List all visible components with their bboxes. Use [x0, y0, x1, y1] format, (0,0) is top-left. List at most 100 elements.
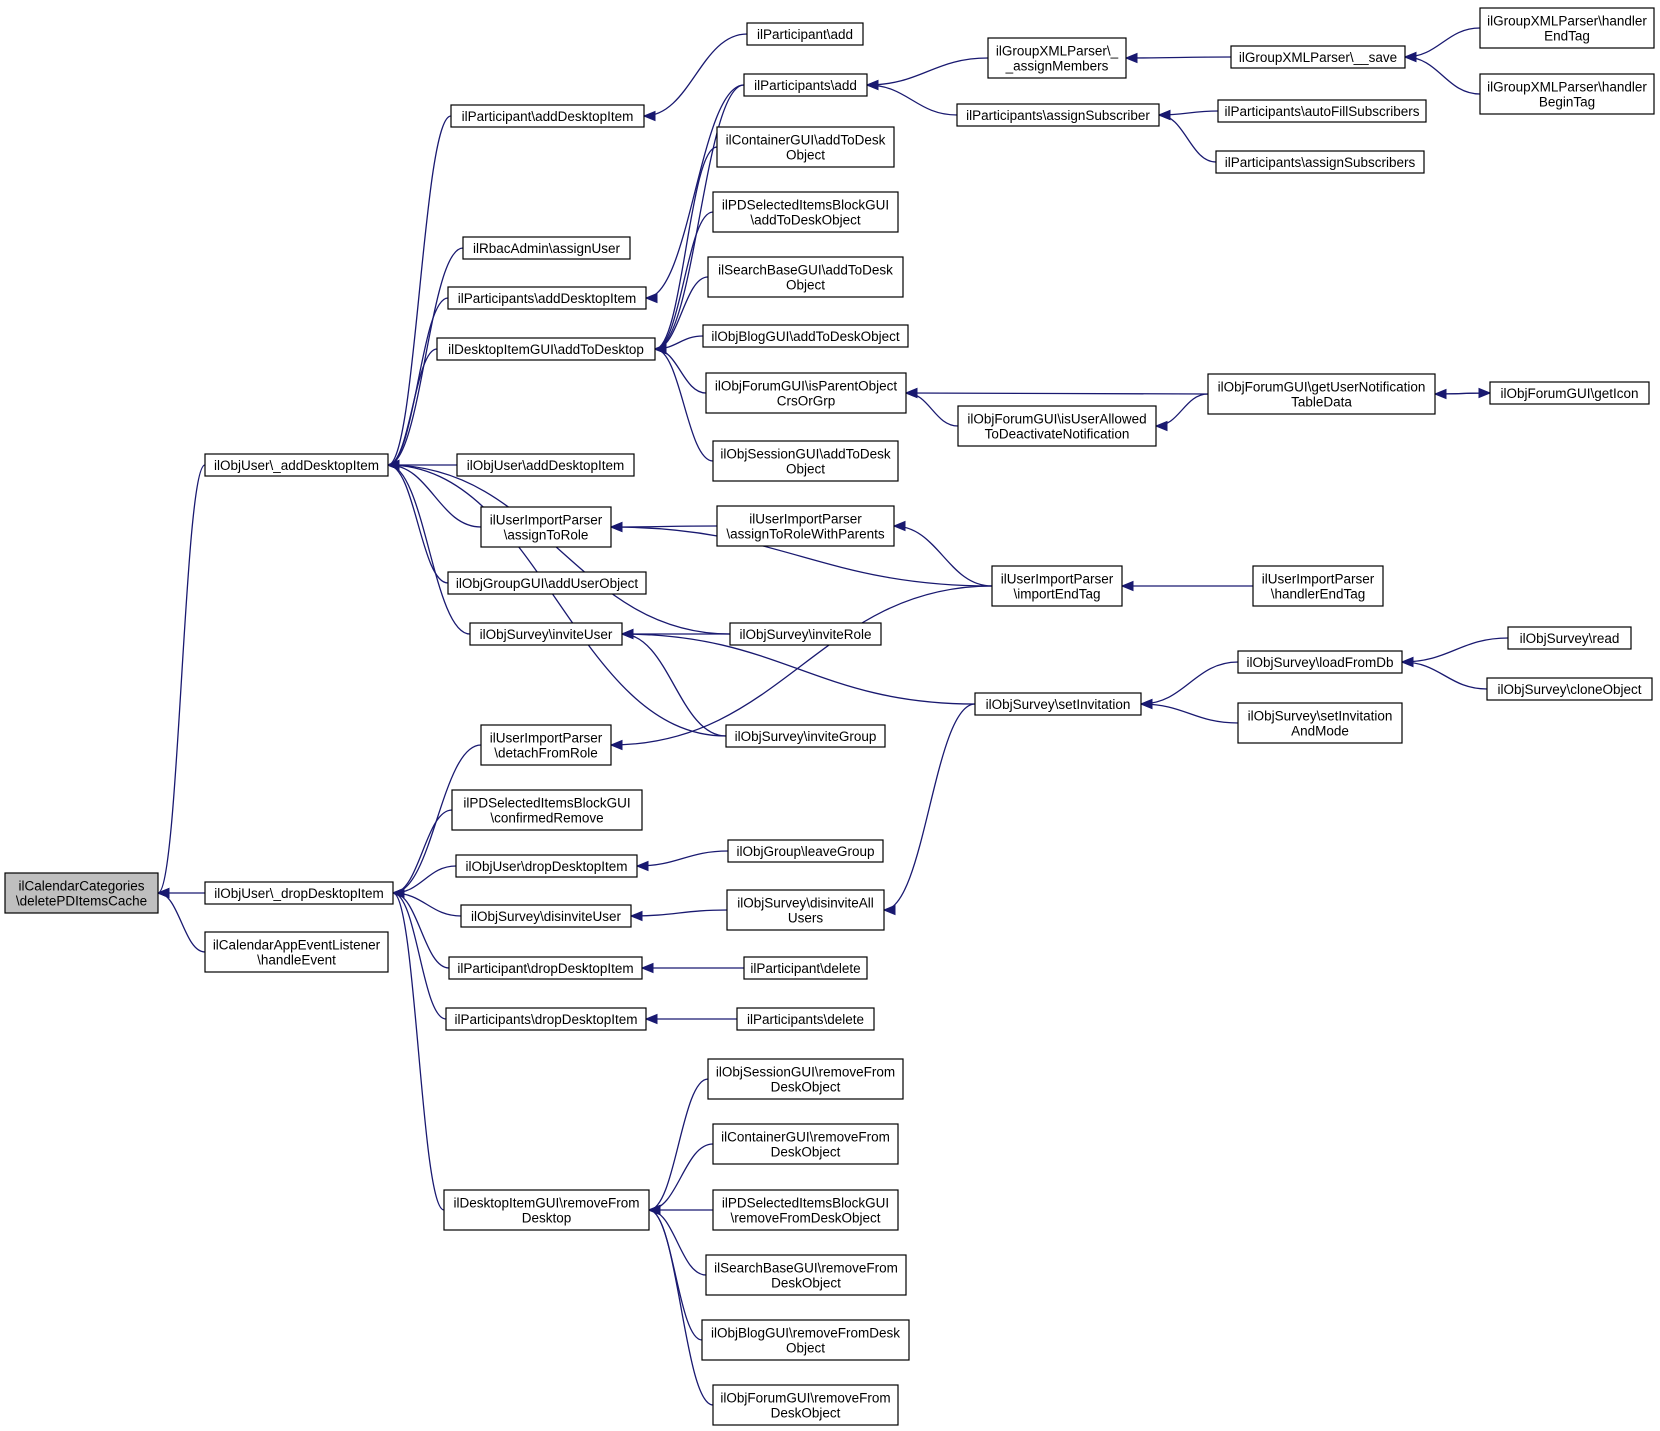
- node-ps-assign-subs[interactable]: ilParticipants\assignSubscribers: [1215, 150, 1425, 174]
- node-s-set-inv[interactable]: ilObjSurvey\setInvitation: [974, 692, 1142, 716]
- node-forum-get-icon[interactable]: ilObjForumGUI\getIcon: [1489, 381, 1650, 405]
- node-ps-assign-sub[interactable]: ilParticipants\assignSubscriber: [956, 103, 1160, 127]
- node-forum-is-user-allowed[interactable]: ilObjForumGUI\isUserAllowedToDeactivateN…: [957, 405, 1157, 447]
- node-u-drop[interactable]: ilObjUser\_dropDesktopItem: [204, 881, 394, 905]
- edge-arrowhead: [620, 628, 634, 640]
- node-s-read[interactable]: ilObjSurvey\read: [1507, 626, 1632, 650]
- edge-line: [654, 211, 714, 350]
- node-ps-add[interactable]: ilParticipants\add: [743, 73, 868, 97]
- node-rbac-assign[interactable]: ilRbacAdmin\assignUser: [462, 236, 631, 260]
- node-uip-assign-parents[interactable]: ilUserImportParser\assignToRoleWithParen…: [716, 505, 895, 547]
- node-s-load-from-db[interactable]: ilObjSurvey\loadFromDb: [1237, 650, 1403, 674]
- edge-line: [643, 33, 748, 117]
- node-box: [957, 405, 1157, 447]
- node-search-add[interactable]: ilSearchBaseGUI\addToDeskObject: [707, 256, 904, 298]
- edge-uip-import-end-to-uip-assign: [609, 521, 993, 587]
- node-cont-add[interactable]: ilContainerGUI\addToDeskObject: [716, 126, 895, 168]
- node-label-line: ilContainerGUI\removeFrom: [721, 1130, 890, 1145]
- node-uip-assign[interactable]: ilUserImportParser\assignToRole: [480, 506, 612, 548]
- node-label-line: ilObjGroup\leaveGroup: [736, 844, 874, 859]
- node-forum-get-user-notif[interactable]: ilObjForumGUI\getUserNotificationTableDa…: [1207, 373, 1436, 415]
- node-s-disinvite[interactable]: ilObjSurvey\disinviteUser: [460, 904, 632, 928]
- node-ps-auto-fill[interactable]: ilParticipants\autoFillSubscribers: [1217, 99, 1427, 123]
- node-session-remove[interactable]: ilObjSessionGUI\removeFromDeskObject: [707, 1058, 904, 1100]
- edge-line: [1404, 56, 1481, 95]
- node-pdsel-confirm[interactable]: ilPDSelectedItemsBlockGUI\confirmedRemov…: [451, 789, 643, 831]
- edge-line: [392, 892, 447, 1020]
- node-box: [712, 440, 899, 482]
- node-label-line: DeskObject: [771, 1080, 841, 1095]
- node-uip-import-end[interactable]: ilUserImportParser\importEndTag: [991, 565, 1123, 607]
- node-u-add[interactable]: ilObjUser\_addDesktopItem: [204, 453, 389, 477]
- node-u-drop-desk[interactable]: ilObjUser\dropDesktopItem: [455, 854, 638, 878]
- node-cont-remove[interactable]: ilContainerGUI\removeFromDeskObject: [712, 1123, 899, 1165]
- node-label-line: ilParticipants\delete: [747, 1012, 864, 1027]
- node-gg-add-user[interactable]: ilObjGroupGUI\addUserObject: [447, 571, 647, 595]
- node-blog-add[interactable]: ilObjBlogGUI\addToDeskObject: [702, 324, 909, 348]
- node-dig-add[interactable]: ilDesktopItemGUI\addToDesktop: [436, 337, 656, 361]
- root-node[interactable]: ilCalendarCategories\deletePDItemsCache: [4, 872, 159, 914]
- edge-arrowhead: [635, 860, 649, 872]
- node-gx-assign-members[interactable]: ilGroupXMLParser\__assignMembers: [987, 37, 1127, 79]
- node-uip-detach[interactable]: ilUserImportParser\detachFromRole: [480, 724, 612, 766]
- edge-arrowhead: [1120, 580, 1134, 592]
- node-box: [448, 956, 643, 980]
- node-label-line: ilObjSurvey\setInvitation: [1248, 709, 1393, 724]
- edge-g-leave-to-u-drop-desk: [635, 850, 729, 872]
- edge-arrowhead: [1157, 109, 1171, 121]
- node-label-line: Users: [788, 911, 824, 926]
- node-session-add[interactable]: ilObjSessionGUI\addToDeskObject: [712, 440, 899, 482]
- node-box: [1207, 373, 1436, 415]
- node-p-add-desk[interactable]: ilParticipant\addDesktopItem: [450, 104, 645, 128]
- node-p-add[interactable]: ilParticipant\add: [746, 22, 864, 46]
- node-search-remove[interactable]: ilSearchBaseGUI\removeFromDeskObject: [705, 1254, 907, 1296]
- node-label-line: ilObjForumGUI\removeFrom: [720, 1391, 890, 1406]
- node-uip-handler-end[interactable]: ilUserImportParser\handlerEndTag: [1252, 565, 1384, 607]
- node-box: [480, 724, 612, 766]
- edge-arrowhead: [1124, 52, 1138, 64]
- edge-arrowhead: [882, 904, 896, 916]
- node-ps-drop-desk[interactable]: ilParticipants\dropDesktopItem: [445, 1007, 647, 1031]
- node-box: [712, 1189, 899, 1231]
- node-box: [456, 453, 635, 477]
- node-s-invite-role[interactable]: ilObjSurvey\inviteRole: [729, 622, 882, 646]
- node-s-invite[interactable]: ilObjSurvey\inviteUser: [469, 622, 623, 646]
- node-blog-remove[interactable]: ilObjBlogGUI\removeFromDeskObject: [701, 1319, 910, 1361]
- node-gx-save[interactable]: ilGroupXMLParser\__save: [1230, 45, 1406, 69]
- node-ps-add-desk[interactable]: ilParticipants\addDesktopItem: [447, 286, 647, 310]
- node-label-line: ilObjBlogGUI\removeFromDesk: [711, 1326, 900, 1341]
- node-box: [1507, 626, 1632, 650]
- edge-line: [387, 464, 731, 635]
- node-ps-delete[interactable]: ilParticipants\delete: [736, 1007, 875, 1031]
- node-label-line: \handleEvent: [257, 953, 336, 968]
- node-label-line: \removeFromDeskObject: [730, 1211, 880, 1226]
- node-label-line: \assignToRole: [504, 528, 589, 543]
- node-label-line: \addToDeskObject: [750, 213, 861, 228]
- node-box: [974, 692, 1142, 716]
- node-box: [746, 22, 864, 46]
- node-label-line: ilObjGroupGUI\addUserObject: [456, 576, 639, 591]
- node-s-clone[interactable]: ilObjSurvey\cloneObject: [1486, 677, 1653, 701]
- edge-dig-add-to-u-add: [386, 348, 438, 471]
- edge-line: [636, 850, 729, 867]
- node-cal-listener[interactable]: ilCalendarAppEventListener\handleEvent: [204, 931, 389, 973]
- edge-arrowhead: [644, 1013, 658, 1025]
- node-gx-handler-end[interactable]: ilGroupXMLParser\handlerEndTag: [1479, 7, 1655, 49]
- node-label-line: ilPDSelectedItemsBlockGUI: [722, 198, 889, 213]
- node-pdsel-remove[interactable]: ilPDSelectedItemsBlockGUI\removeFromDesk…: [712, 1189, 899, 1231]
- node-forum-remove[interactable]: ilObjForumGUI\removeFromDeskObject: [712, 1384, 899, 1426]
- node-g-leave[interactable]: ilObjGroup\leaveGroup: [727, 839, 884, 863]
- node-box: [707, 256, 904, 298]
- node-u-add-desk[interactable]: ilObjUser\addDesktopItem: [456, 453, 635, 477]
- node-p-delete[interactable]: ilParticipant\delete: [743, 956, 868, 980]
- node-box: [455, 854, 638, 878]
- node-s-invite-group[interactable]: ilObjSurvey\inviteGroup: [725, 724, 886, 748]
- node-p-drop-desk[interactable]: ilParticipant\dropDesktopItem: [448, 956, 643, 980]
- node-pdsel-add[interactable]: ilPDSelectedItemsBlockGUI\addToDeskObjec…: [712, 191, 899, 233]
